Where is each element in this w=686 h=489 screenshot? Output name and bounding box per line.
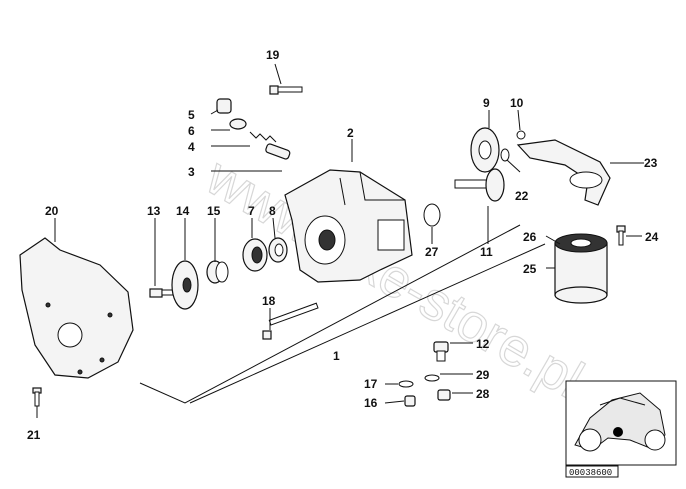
part-drain-plug-12: [433, 341, 449, 362]
callout-11: 11: [480, 245, 493, 259]
part-small-ring: [516, 130, 526, 140]
location-inset: 00038600: [565, 380, 677, 478]
part-gear-shaft: [454, 168, 505, 202]
part-washer: [500, 148, 510, 162]
callout-3: 3: [188, 165, 195, 179]
callout-25: 25: [523, 262, 537, 276]
part-pump-housing: [284, 169, 413, 283]
reference-number: 00038600: [569, 468, 612, 478]
part-plug-28: [424, 374, 451, 401]
part-oil-filter: [554, 233, 608, 304]
callout-17: 17: [364, 377, 378, 391]
part-bolt-19: [269, 85, 303, 95]
callout-22: 22: [515, 189, 529, 203]
callout-2: 2: [347, 126, 354, 140]
callout-9: 9: [483, 96, 490, 110]
part-long-bolt: [262, 302, 319, 340]
leader-lines: [36, 63, 644, 418]
callout-6: 6: [188, 124, 195, 138]
callout-13: 13: [147, 204, 161, 218]
callout-10: 10: [510, 96, 524, 110]
callout-18: 18: [262, 294, 276, 308]
callout-5: 5: [188, 108, 195, 122]
part-bearing: [242, 238, 268, 272]
part-oil-pickup: [516, 139, 611, 206]
watermark: www.bike-store.pl: [195, 145, 594, 410]
part-screw-24: [616, 225, 626, 246]
callout-16: 16: [364, 396, 378, 410]
callout-1: 1: [333, 349, 340, 363]
callout-4: 4: [188, 140, 195, 154]
callout-24: 24: [645, 230, 659, 244]
part-seal-ring: [268, 237, 288, 263]
callout-12: 12: [476, 337, 490, 351]
part-pump-wheel: [171, 260, 199, 310]
location-marker: [613, 427, 623, 437]
callout-23: 23: [644, 156, 658, 170]
part-cover: [19, 237, 134, 379]
part-gear: [470, 127, 500, 173]
callout-21: 21: [27, 428, 41, 442]
part-plug-16: [398, 380, 416, 407]
callout-28: 28: [476, 387, 490, 401]
part-bolt-21: [32, 387, 42, 407]
callout-19: 19: [266, 48, 280, 62]
callout-27: 27: [425, 245, 439, 259]
part-o-ring: [423, 203, 441, 227]
part-relief-valve: [216, 98, 291, 160]
callout-20: 20: [45, 204, 59, 218]
callout-8: 8: [269, 204, 276, 218]
callout-14: 14: [176, 204, 190, 218]
callout-7: 7: [248, 204, 255, 218]
callout-29: 29: [476, 368, 490, 382]
callout-26: 26: [523, 230, 537, 244]
assembly-outline-line: [139, 224, 546, 404]
callout-15: 15: [207, 204, 221, 218]
part-spacer: [206, 260, 229, 284]
svg-text:www.bike-store.pl: www.bike-store.pl: [196, 146, 593, 410]
